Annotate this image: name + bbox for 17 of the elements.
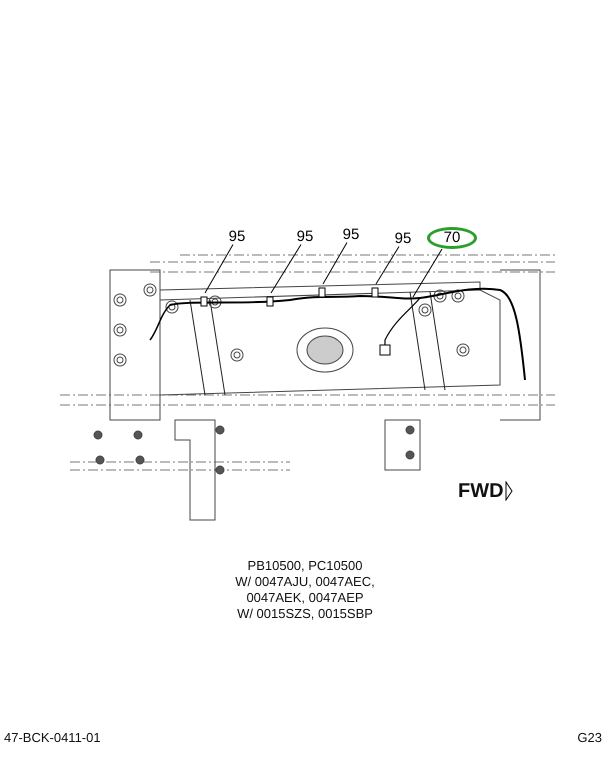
note-text: PB10500, PC10500 (246, 558, 364, 573)
circled-callout-number: 70 (427, 227, 477, 249)
leader-line (376, 246, 400, 284)
page-number: G23 (577, 730, 602, 745)
callout-number: 95 (294, 228, 316, 244)
callout-number: 95 (392, 230, 414, 246)
leader-line (204, 244, 234, 294)
drawing-number: 47-BCK-0411-01 (4, 730, 101, 745)
callout-number: 95 (340, 226, 362, 242)
note-text: 0047AEK, 0047AEP (245, 590, 365, 605)
note-text: W/ 0047AJU, 0047AEC, (234, 574, 376, 589)
callout-number: 95 (226, 228, 248, 244)
direction-label: FWD (458, 480, 504, 502)
leader-line (322, 242, 348, 284)
leader-line (412, 248, 442, 298)
leader-line (270, 244, 302, 294)
note-text: W/ 0015SZS, 0015SBP (236, 606, 374, 621)
